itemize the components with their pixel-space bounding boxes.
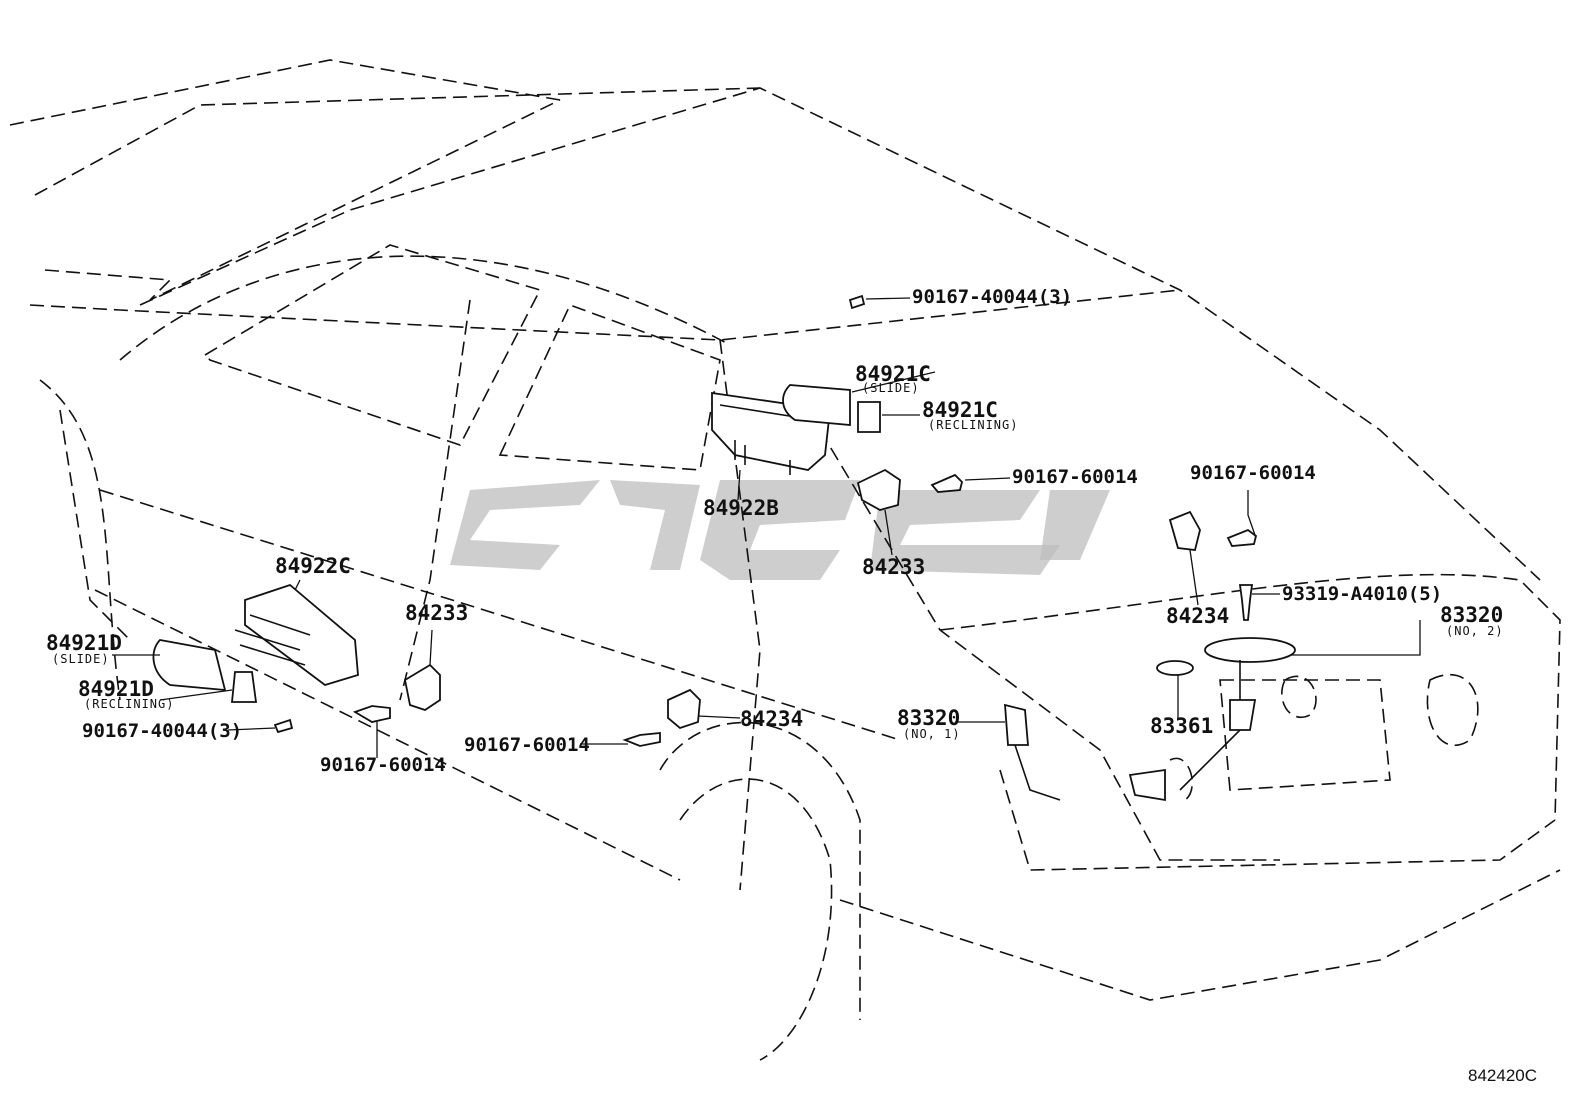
diagram-code: 842420C [1468,1066,1538,1085]
watermark-logo [450,480,1110,580]
screw-93319 [1238,584,1254,621]
label-90167-40044-left: 90167-40044(3) [82,720,243,742]
screw-90167-40044-top [848,294,866,310]
label-83361: 83361 [1150,714,1214,738]
label-90167-60014-lower: 90167-60014 [464,734,590,756]
car-body-outline [9,59,1561,1061]
screw-90167-60014-bottom [352,705,391,723]
screw-90167-60014-lower [622,732,661,747]
label-90167-60014-bottom: 90167-60014 [320,754,446,776]
sensor-84233-mid [856,468,901,511]
sensor-84234-lower [667,688,701,730]
label-84921c-slide: 84921C [855,362,931,386]
label-84921d-reclining-sub: (RECLINING) [84,697,175,711]
leader-lines [112,297,1421,758]
knob-84921C-slide [782,384,851,426]
screw-90167-60014-mid [930,473,963,493]
label-84233-left: 84233 [405,601,469,625]
label-83320-no1: 83320 [897,706,961,730]
label-93319-a4010: 93319-A4010(5) [1282,583,1443,605]
label-90167-60014-right: 90167-60014 [1190,462,1316,484]
seat-switch-84922C [234,583,359,686]
fuel-sender-83320-no1 [1004,703,1061,801]
sensor-84234-right [1168,510,1201,551]
label-84921d-slide-sub: (SLIDE) [52,652,110,666]
label-84233-mid: 84233 [862,555,926,579]
label-83320-no2-sub: (NO, 2) [1446,624,1504,638]
label-84921c-reclining: 84921C [922,398,998,422]
fuel-sender-83320-no2 [1128,637,1296,802]
label-83320-no1-sub: (NO, 1) [903,727,961,741]
label-84921d-reclining: 84921D [78,677,154,701]
knob-84921D-reclining [231,671,258,703]
gasket-83361 [1156,660,1194,676]
label-83320-no2: 83320 [1440,603,1504,627]
label-90167-40044-top: 90167-40044(3) [912,286,1073,308]
label-84921d-slide: 84921D [46,631,122,655]
label-84921c-reclining-sub: (RECLINING) [928,418,1019,432]
screw-90167-40044-left [273,718,294,734]
label-90167-60014-mid: 90167-60014 [1012,466,1138,488]
label-84922c: 84922C [275,554,351,578]
label-84922b: 84922B [703,496,779,520]
knob-84921D-slide [152,639,227,692]
label-84234-lower: 84234 [740,707,804,731]
screw-90167-60014-right [1226,528,1258,547]
label-84921c-slide-sub: (SLIDE) [862,381,920,395]
knob-84921C-reclining [857,401,881,433]
label-84234-right: 84234 [1166,604,1230,628]
sensor-84233-left [403,663,441,711]
